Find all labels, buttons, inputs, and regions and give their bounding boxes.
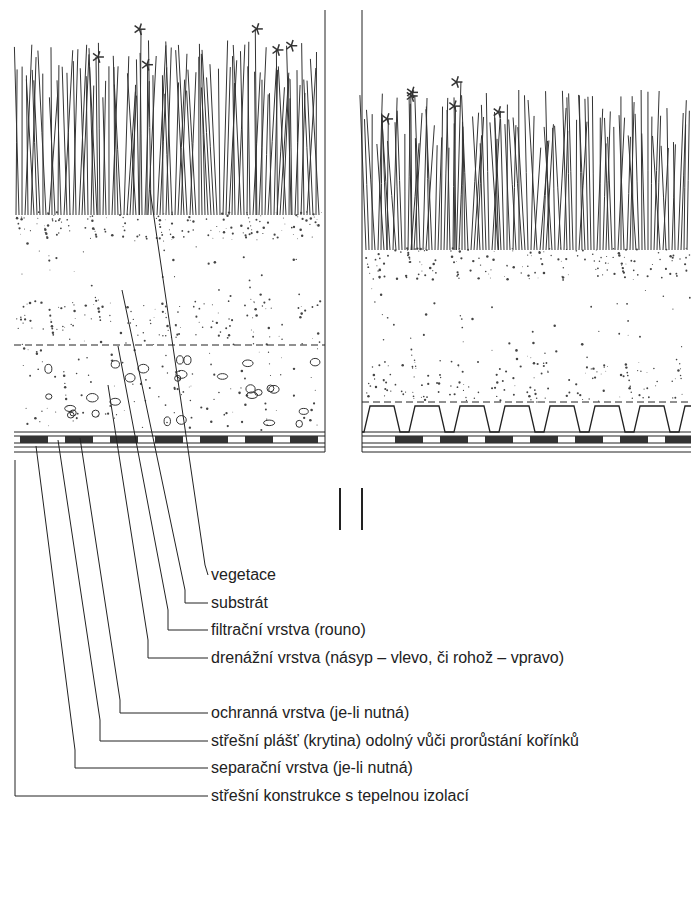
- layer-label: drenážní vrstva (násyp – vlevo, či rohož…: [209, 648, 566, 668]
- layer-label: separační vrstva (je-li nutná): [209, 758, 415, 778]
- layer-label: ochranná vrstva (je-li nutná): [209, 703, 411, 723]
- drainage-mat: [362, 406, 691, 432]
- layer-label: substrát: [209, 593, 270, 613]
- layer-lines: [14, 10, 691, 530]
- leader-lines: [15, 190, 208, 796]
- substrate-drawing: [16, 211, 691, 431]
- layer-label: filtrační vrstva (rouno): [209, 620, 368, 640]
- layer-label: vegetace: [209, 565, 278, 585]
- layer-label: střešní plášť (krytina) odolný vůči pror…: [209, 731, 581, 751]
- vegetation-drawing: [14, 23, 689, 250]
- layer-label: střešní konstrukce s tepelnou izolací: [209, 786, 471, 806]
- root-barrier-membrane: [20, 436, 691, 443]
